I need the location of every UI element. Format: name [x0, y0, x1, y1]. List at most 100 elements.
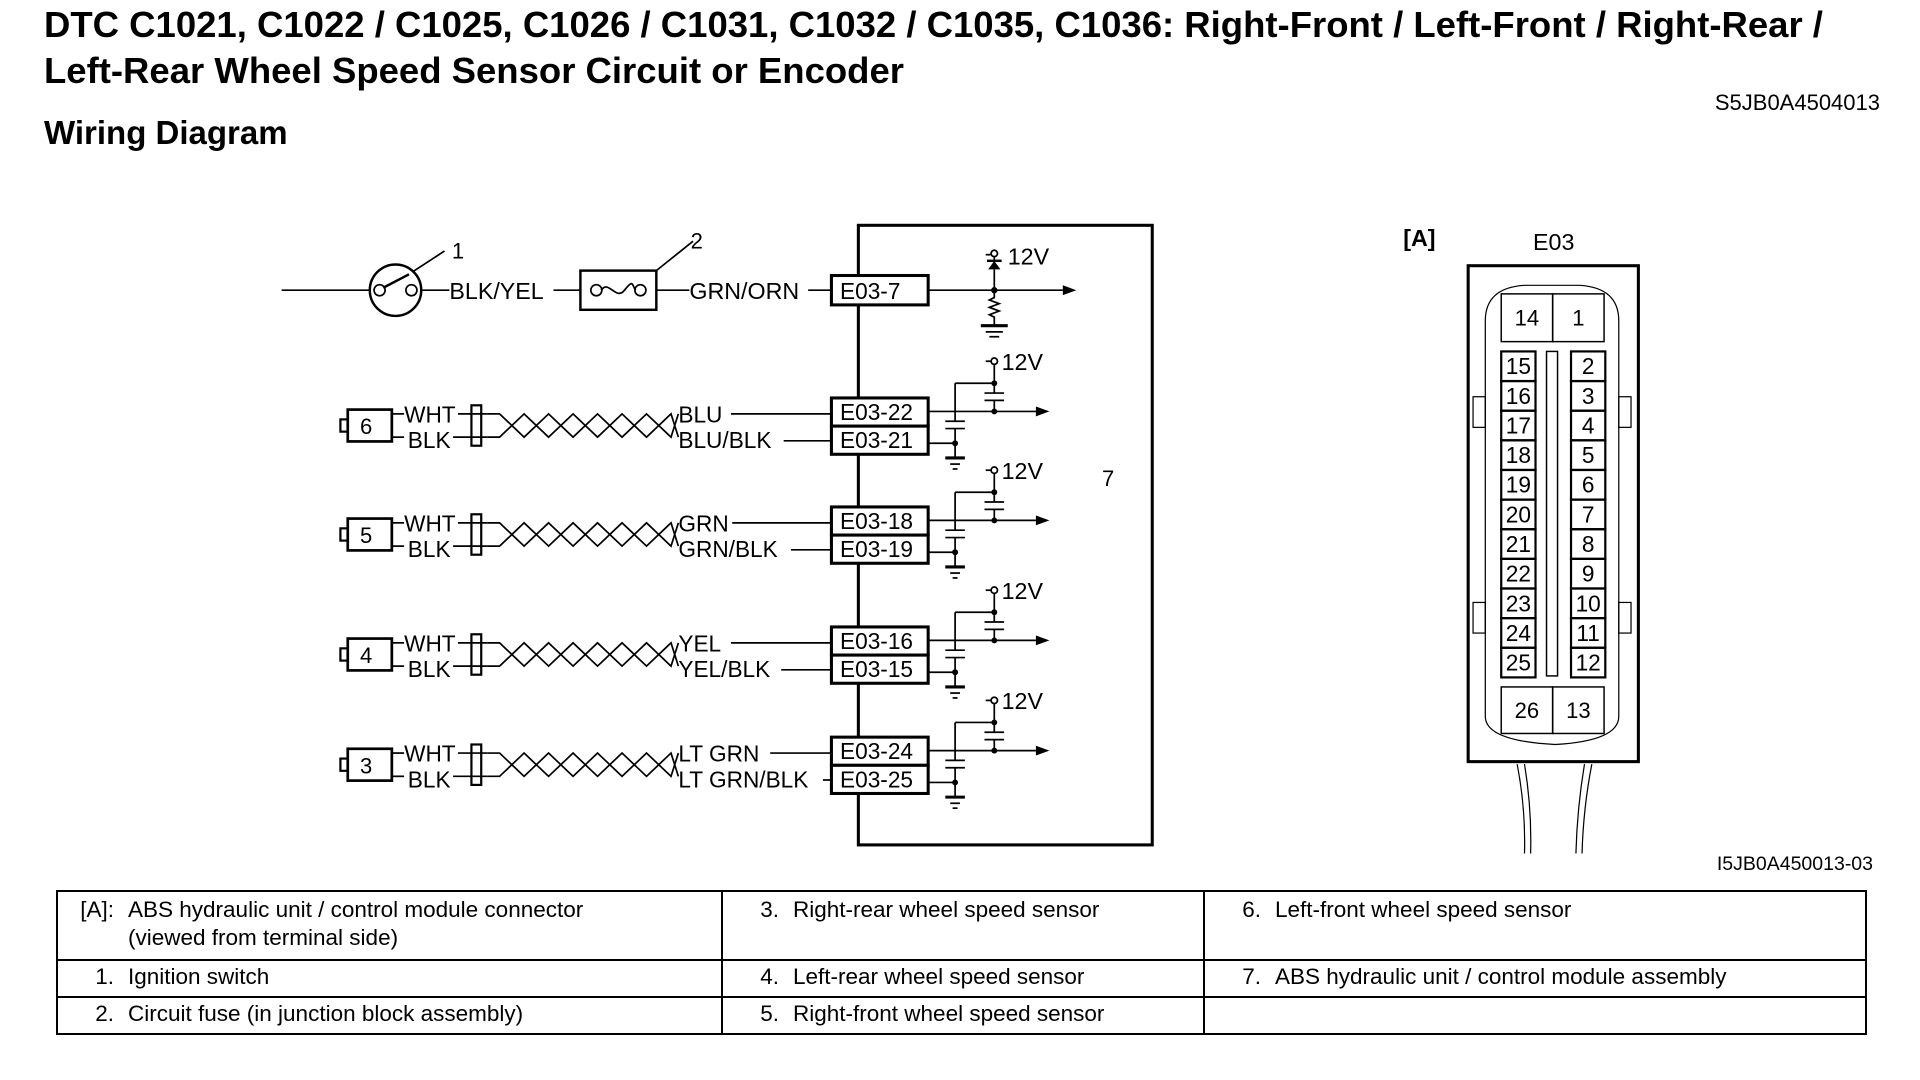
wire-color-label-b: YEL/BLK [678, 656, 770, 682]
pin-number: 8 [1582, 531, 1595, 557]
twisted-pair-wire [487, 412, 680, 439]
input-circuit: 12V [928, 349, 1050, 470]
terminal-box: E03-24 [829, 735, 930, 767]
legend-num: 7. [1242, 964, 1261, 989]
legend-num: 3. [760, 897, 779, 922]
wheel-speed-sensor-icon [339, 517, 394, 552]
input-circuit: 12V [928, 688, 1050, 810]
legend-text: Right-rear wheel speed sensor [793, 897, 1100, 922]
legend-table: [A]: ABS hydraulic unit / control module … [56, 890, 1867, 1035]
pin-number: 16 [1506, 383, 1531, 409]
supply-12v-label: 12V [1002, 688, 1044, 714]
connector-pin: 21 [1500, 528, 1537, 560]
terminal-label: E03-21 [840, 427, 913, 453]
wire-color-label-b: LT GRN/BLK [678, 766, 808, 792]
connector-pin: 6 [1569, 468, 1607, 501]
pin-number: 7 [1582, 501, 1595, 527]
legend-text: Ignition switch [128, 964, 270, 989]
fuse-icon [579, 240, 694, 312]
wire-color-label-a: GRN [678, 510, 728, 536]
legend-cell: [A]: ABS hydraulic unit / control module … [56, 890, 723, 961]
legend-text: Left-rear wheel speed sensor [793, 964, 1085, 989]
wheel-speed-sensor-icon [339, 408, 394, 443]
ground-icon [980, 324, 1008, 338]
fuse-callout: 2 [691, 229, 703, 254]
legend-cell: 4. Left-rear wheel speed sensor [721, 959, 1205, 998]
supply-12v-label: 12V [1002, 349, 1044, 375]
legend-cell [1203, 996, 1867, 1035]
connector-pin: 14 [1500, 293, 1554, 343]
legend-num: [A]: [80, 897, 114, 922]
connector-pin: 15 [1500, 350, 1537, 383]
legend-text: ABS hydraulic unit / control module conn… [128, 897, 584, 922]
connector-pin: 24 [1500, 617, 1537, 649]
connector-pin: 10 [1569, 587, 1607, 620]
supply-12v-label: 12V [1002, 458, 1044, 484]
legend-num: 6. [1242, 897, 1261, 922]
pin-number: 17 [1506, 412, 1531, 438]
wire-label-grn-orn: GRN/ORN [689, 278, 799, 304]
pin-number: 21 [1506, 531, 1531, 557]
connector-pin: 16 [1500, 379, 1537, 412]
connector-pin: 25 [1500, 646, 1537, 679]
pin-number: 3 [1582, 383, 1595, 409]
supply-12v-label: 12V [1002, 578, 1044, 604]
pin-number: 23 [1506, 590, 1531, 616]
wire-color-label-a: BLU [678, 401, 722, 427]
legend-num: 2. [95, 1001, 114, 1026]
legend-text: Circuit fuse (in junction block assembly… [128, 1001, 524, 1026]
supply-12v-label: 12V [1008, 243, 1050, 269]
sensor-pin-a-label: WHT [404, 510, 456, 536]
legend-row: 2. Circuit fuse (in junction block assemb… [56, 996, 1867, 1035]
terminal-box: E03-25 [829, 763, 930, 795]
shield-clamp-icon [470, 404, 483, 447]
wire-color-label-a: YEL [678, 630, 721, 656]
connector-pin: 18 [1500, 439, 1537, 472]
sensor-pin-b-label: BLK [408, 427, 451, 453]
legend-num: 4. [760, 964, 779, 989]
wheel-speed-sensor-icon [339, 747, 394, 782]
sensor-pin-b-label: BLK [408, 656, 451, 682]
pin-number: 6 [1582, 472, 1595, 498]
pin-number: 11 [1576, 620, 1600, 646]
connector-pin: 12 [1569, 646, 1607, 679]
wire-color-label-b: GRN/BLK [678, 536, 777, 562]
legend-cell: 5.Right-front wheel speed sensor [721, 996, 1205, 1035]
sensor-pin-a-label: WHT [404, 401, 456, 427]
connector-pin: 13 [1551, 686, 1605, 735]
legend-cell: 1.Ignition switch [56, 959, 723, 998]
pin-number: 15 [1506, 353, 1531, 379]
pin-number: 18 [1506, 442, 1531, 468]
connector-pin: 11 [1569, 617, 1607, 649]
connector-pin: 3 [1569, 379, 1607, 412]
terminal-box: E03-19 [829, 533, 930, 565]
sensor-callout: 4 [360, 643, 372, 668]
terminal-label: E03-19 [840, 536, 913, 562]
connector-ref-label: [A] [1403, 225, 1435, 251]
pin-number: 4 [1582, 412, 1595, 438]
connector-pin: 23 [1500, 587, 1537, 620]
terminal-label: E03-7 [840, 278, 900, 304]
terminal-box: E03-21 [829, 424, 930, 456]
page-title: DTC C1021, C1022 / C1025, C1026 / C1031,… [44, 4, 1823, 91]
connector-pin: 17 [1500, 409, 1537, 442]
sensor-callout: 3 [360, 753, 372, 778]
connector-pin: 22 [1500, 557, 1537, 590]
figure-id: I5JB0A450013-03 [1716, 853, 1873, 875]
terminal-box: E03-15 [829, 653, 930, 685]
terminal-box: E03-18 [829, 505, 930, 537]
twisted-pair-wire [487, 641, 680, 668]
ignition-callout: 1 [452, 238, 464, 263]
connector-pin: 8 [1569, 528, 1607, 560]
pin-number: 5 [1582, 442, 1595, 468]
pin-number: 13 [1566, 698, 1591, 723]
terminal-box: E03-22 [829, 396, 930, 428]
connector-pin: 2 [1569, 350, 1607, 383]
sensor-callout: 6 [360, 414, 372, 439]
twisted-pair-wire [487, 521, 680, 548]
pin-number: 20 [1506, 501, 1531, 527]
connector-pin: 26 [1500, 686, 1554, 735]
connector-pin: 19 [1500, 468, 1537, 501]
